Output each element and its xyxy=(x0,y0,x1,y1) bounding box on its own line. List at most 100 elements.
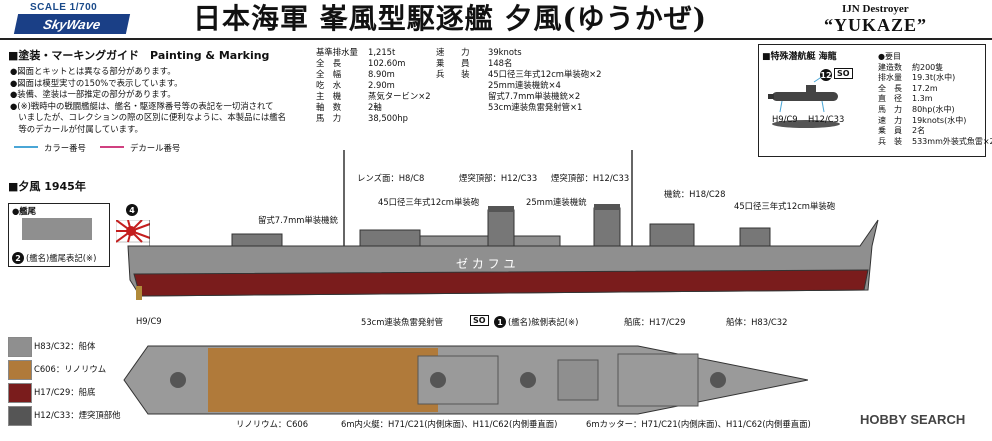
spec-value: 1.3m xyxy=(912,94,933,104)
sub-label-h9: H9/C9 xyxy=(772,114,798,124)
swatch-bottom xyxy=(8,383,32,403)
spec-key: 軸 数 xyxy=(316,102,342,112)
spec-value: 17.2m xyxy=(912,83,938,93)
subtitle-en: IJN Destroyer xyxy=(842,3,909,15)
callout-funnel2: 煙突頂部：H12/C33 xyxy=(551,173,630,183)
callout-25mm: 25mm連装機銃 xyxy=(526,197,587,207)
spec-key: 馬 力 xyxy=(316,113,342,123)
callout-7-7mm: 留式7.7mm単装機銃 xyxy=(258,215,338,225)
stern-plate xyxy=(22,218,92,240)
rising-sun-flag-icon xyxy=(116,220,150,248)
spec-value: 19.3t(水中) xyxy=(912,73,956,83)
callout-linoleum: リノリウム：C606 xyxy=(236,419,309,429)
spec-key: 乗 員 xyxy=(436,58,470,68)
note-line: ●装備、塗装は一部推定の部分があります。 xyxy=(10,89,176,100)
spec-key: 直 径 xyxy=(878,94,902,104)
spec-key: 乗 員 xyxy=(878,126,902,136)
callout-lens: レンズ面：H8/C8 xyxy=(357,173,425,183)
callout-hull: 船体：H83/C32 xyxy=(726,317,788,327)
note-line: 等のデカールが付属しています。 xyxy=(10,123,143,134)
swatch-funnel-top xyxy=(8,406,32,426)
spec-value: 38,500hp xyxy=(368,113,408,123)
hull-name-text: ゼ カ フ ユ xyxy=(456,257,515,271)
midget-sub-drawing xyxy=(768,73,840,128)
decal-marker-4: 4 xyxy=(126,204,138,216)
spec-value: 39knots xyxy=(488,47,522,57)
callout-bottom: 船底：H17/C29 xyxy=(624,317,686,327)
note-line: いましたが、コレクションの際の区別に便利なように、本製品には艦名 xyxy=(10,112,286,123)
painting-heading: ■塗装・マーキングガイド Painting & Marking xyxy=(8,49,270,62)
spec-key: 速 力 xyxy=(878,115,902,125)
spec-value: 533mm外装式魚雷×2 xyxy=(912,136,992,146)
swatch-label: H17/C29：船底 xyxy=(34,387,96,397)
header-divider xyxy=(0,38,992,40)
spec-key: 速 力 xyxy=(436,47,470,57)
spec-key: 馬 力 xyxy=(878,104,902,114)
spec-key: 建造数 xyxy=(878,62,902,72)
note-line: ●図面は模型実寸の150%で表示しています。 xyxy=(10,77,183,88)
callout-mg-h18: 機銃：H18/C28 xyxy=(664,189,726,199)
watermark: HOBBY SEARCH xyxy=(860,412,966,427)
callout-hull-side: (艦名)舷側表記(※) xyxy=(508,317,579,327)
legend-decal-number: デカール番号 xyxy=(130,143,181,153)
spec-value: 2.90m xyxy=(368,80,395,90)
spec-key: 全 長 xyxy=(316,58,342,68)
spec-value: 2軸 xyxy=(368,102,382,112)
callout-torpedo: 53cm連装魚雷発射管 xyxy=(361,317,444,327)
decal-marker-12: 12 xyxy=(820,69,832,81)
swatch-label: C606：リノリウム xyxy=(34,364,107,374)
midget-sub-title: ■特殊潜航艇 海龍 xyxy=(762,52,837,62)
page-title: 日本海軍 峯風型駆逐艦 夕風(ゆうかぜ) xyxy=(193,2,707,35)
spec-value: 53cm連装魚雷発射管×1 xyxy=(488,102,583,112)
spec-key: 排水量 xyxy=(878,73,902,83)
decal-marker-2: 2 xyxy=(12,252,24,264)
sub-label-h12: H12/C33 xyxy=(808,114,845,124)
ship-name-en: “YUKAZE” xyxy=(824,15,928,35)
so-decal-label: SO xyxy=(834,68,853,79)
ship-side-profile: ゼ カ フ ユ xyxy=(127,150,879,300)
midget-sub-side xyxy=(768,85,838,101)
spec-value: 8.90m xyxy=(368,69,395,79)
spec-value: 約200隻 xyxy=(912,62,944,72)
callout-gun-fwd: 45口径三年式12cm単装砲 xyxy=(378,197,480,207)
callout-h9: H9/C9 xyxy=(136,316,162,326)
spec-value: 25mm連装機銃×4 xyxy=(488,80,561,90)
spec-value: 45口径三年式12cm単装砲×2 xyxy=(488,69,602,79)
callout-gun-bow: 45口径三年式12cm単装砲 xyxy=(734,201,836,211)
spec-key: 兵 装 xyxy=(878,136,902,146)
ship-top-view xyxy=(123,345,808,415)
spec-value: 19knots(水中) xyxy=(912,115,967,125)
scale-label: SCALE 1/700 xyxy=(30,2,98,13)
midget-sub-top xyxy=(772,120,840,128)
spec-key: 兵 装 xyxy=(436,69,470,79)
swatch-hull xyxy=(8,337,32,357)
midget-sub-specs: ●要目 建造数約200隻 排水量 19.3t(水中) 全 長 17.2m 直 径 1.… xyxy=(878,52,992,147)
spec-value: 148名 xyxy=(488,58,513,68)
so-decal-hull: SO xyxy=(470,315,489,326)
decal-marker-1: 1 xyxy=(494,316,506,328)
spec-value: 80hp(水中) xyxy=(912,104,955,114)
callout-boat-motor: 6m内火艇：H71/C21(内側床面)、H11/C62(内側垂直面) xyxy=(341,419,558,429)
legend-color-number: カラー番号 xyxy=(44,143,86,153)
spec-key: 基準排水量 xyxy=(316,47,358,57)
callout-funnel1: 煙突頂部：H12/C33 xyxy=(459,173,538,183)
decal-number-line xyxy=(100,146,124,148)
swatch-label: H83/C32：船体 xyxy=(34,341,96,351)
stern-caption: (艦名)艦尾表記(※) xyxy=(26,253,97,263)
brand-logo: SkyWave xyxy=(13,14,131,34)
notes: ●図面とキットとは異なる部分があります。 ●図面は模型実寸の150%で表示してい… xyxy=(10,66,310,136)
stern-box-title: ●艦尾 xyxy=(12,206,37,216)
spec-value: 102.60m xyxy=(368,58,406,68)
color-number-line xyxy=(14,146,38,148)
spec-heading: ●要目 xyxy=(878,52,901,61)
note-line: ●(※)戦時中の戦闘艦艇は、艦名・駆逐隊番号等の表記を一切消されて xyxy=(10,100,274,111)
spec-key: 全 幅 xyxy=(316,69,342,79)
note-line: ●図面とキットとは異なる部分があります。 xyxy=(10,66,176,76)
spec-key: 吃 水 xyxy=(316,80,342,90)
ship-heading: ■夕風 1945年 xyxy=(8,180,86,193)
spec-key: 全 長 xyxy=(878,83,902,93)
callout-boat-cutter: 6mカッター：H71/C21(内側床面)、H11/C62(内側垂直面) xyxy=(586,419,811,429)
spec-value: 蒸気タービン×2 xyxy=(368,91,431,101)
spec-value: 留式7.7mm単装機銃×2 xyxy=(488,91,581,101)
